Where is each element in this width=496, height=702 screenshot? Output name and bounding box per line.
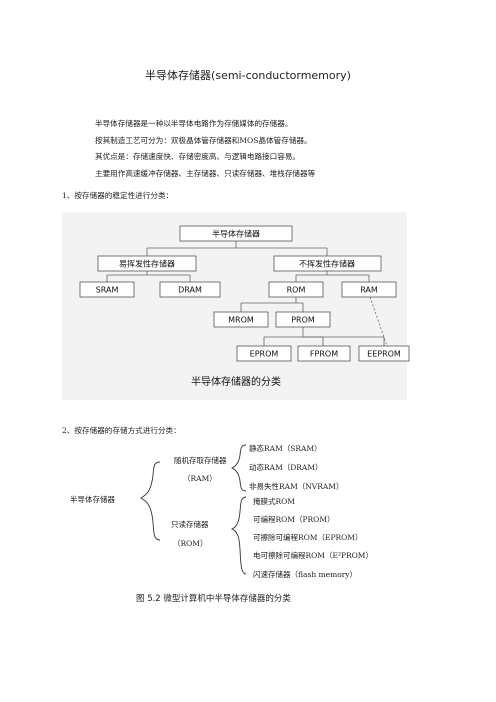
- fig2-root-label: 半导体存储器: [70, 494, 115, 504]
- section-heading-stability: 1、按存储器的稳定性进行分类：: [62, 191, 174, 200]
- fig2-rom-group-abbr: （ROM）: [173, 539, 207, 548]
- intro-line: 其优点是：存储速度快、存储密度高、与逻辑电路接口容易。: [95, 152, 301, 161]
- tree-node-prom: PROM: [275, 311, 331, 328]
- tree-node-eeprom: EEPROM: [358, 345, 410, 362]
- fig2-rom-item: 可擦除可编程ROM（EPROM）: [253, 532, 362, 542]
- intro-line: 按其制造工艺可分为：双极晶体管存储器和MOS晶体管存储器。: [95, 135, 312, 145]
- fig2-caption: 图 5.2 微型计算机中半导体存储器的分类: [136, 593, 291, 604]
- tree-node-label: PROM: [291, 316, 315, 325]
- tree-node-volatile: 易挥发性存储器: [97, 255, 197, 272]
- section-heading-access-mode: 2、按存储器的存储方式进行分类：: [62, 426, 181, 435]
- page-title: 半导体存储器(semi-conductormemory): [145, 69, 351, 82]
- fig2-ram-item: 静态RAM（SRAM）: [249, 443, 322, 453]
- tree-caption: 半导体存储器的分类: [191, 375, 281, 388]
- tree-node-rom: ROM: [268, 281, 324, 298]
- fig2-rom-item: 掩膜式ROM: [253, 496, 295, 506]
- fig2-ram-item: 非易失性RAM（NVRAM）: [249, 481, 343, 491]
- intro-line: 半导体存储器是一种以半导体电路作为存储媒体的存储器。: [95, 119, 293, 128]
- tree-node-fprom: FPROM: [297, 345, 351, 362]
- tree-node-ram: RAM: [341, 281, 397, 298]
- tree-node-label: EEPROM: [367, 350, 401, 359]
- intro-line: 主要用作高速缓冲存储器、主存储器、只读存储器、堆栈存储器等: [95, 168, 316, 178]
- tree-node-label: 半导体存储器: [212, 229, 260, 239]
- tree-node-label: 易挥发性存储器: [119, 259, 175, 269]
- tree-node-label: DRAM: [178, 286, 202, 295]
- tree-node-sram: SRAM: [79, 281, 135, 298]
- fig2-rom-item: 可编程ROM（PROM）: [253, 514, 335, 524]
- tree-node-label: RAM: [360, 286, 378, 295]
- fig2-ram-brace: [230, 444, 247, 492]
- tree-node-label: SRAM: [96, 286, 119, 295]
- tree-node-eprom: EPROM: [236, 345, 292, 362]
- fig2-rom-brace: [230, 496, 247, 575]
- storage-mode-figure: 半导体存储器 随机存取存储器 （RAM） 只读存储器 （ROM） 静态RAM（S…: [70, 443, 373, 604]
- intro-paragraph: 半导体存储器是一种以半导体电路作为存储媒体的存储器。 按其制造工艺可分为：双极晶…: [95, 116, 315, 182]
- tree-node-dram: DRAM: [159, 281, 221, 298]
- fig2-main-brace: [140, 461, 161, 541]
- fig2-rom-item: 电可擦除可编程ROM（E²PROM）: [253, 550, 373, 560]
- tree-node-root: 半导体存储器: [179, 225, 293, 242]
- fig2-rom-item: 闪速存储器（flash memory）: [253, 569, 357, 579]
- tree-node-label: FPROM: [310, 350, 338, 359]
- tree-node-label: EPROM: [250, 350, 279, 359]
- tree-node-nonvolatile: 不挥发性存储器: [273, 255, 382, 272]
- tree-node-label: ROM: [287, 286, 306, 295]
- fig2-rom-group-label: 只读存储器: [171, 519, 209, 529]
- tree-connectors: [106, 241, 388, 347]
- tree-node-label: MROM: [228, 316, 254, 325]
- fig2-ram-item: 动态RAM（DRAM）: [249, 462, 323, 472]
- fig2-ram-group-abbr: （RAM）: [183, 474, 217, 483]
- diagram-background: [62, 212, 407, 400]
- tree-node-label: 不挥发性存储器: [299, 259, 355, 269]
- fig2-ram-group-label: 随机存取存储器: [174, 455, 227, 465]
- tree-node-mrom: MROM: [213, 311, 269, 328]
